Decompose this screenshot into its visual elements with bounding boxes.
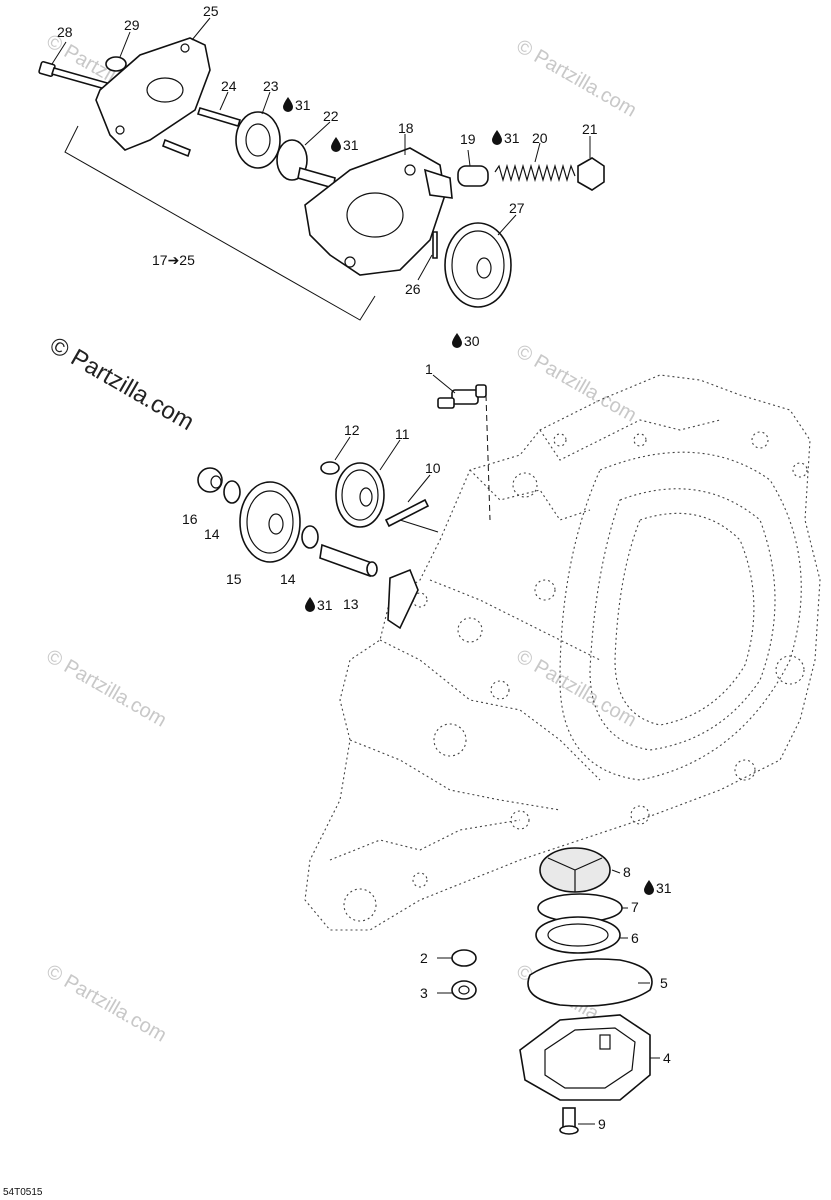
oil-mark-label: 31	[317, 597, 333, 613]
pin-10	[384, 498, 430, 528]
oil-mark-label: 31	[295, 97, 311, 113]
drain-plug-3	[451, 980, 477, 1000]
install-path-1	[485, 394, 491, 521]
spring-20	[494, 163, 576, 183]
range-bracket	[64, 125, 376, 321]
watermark: © Partzilla.com	[43, 645, 171, 731]
oil-drop-icon	[492, 130, 502, 145]
callout-18: 18	[398, 120, 414, 136]
callout-27: 27	[509, 200, 525, 216]
leader-lines	[51, 17, 660, 1125]
oil-drop-icon	[283, 97, 293, 112]
pump-body-18	[304, 147, 453, 276]
watermark: © Partzilla.com	[513, 35, 641, 121]
oil-drop-icon	[331, 137, 341, 152]
callout-2: 2	[420, 950, 428, 966]
callout-16: 16	[182, 511, 198, 527]
callout-14: 14	[204, 526, 220, 542]
gear-27	[444, 222, 512, 308]
watermark: © Partzilla.com	[513, 340, 641, 426]
gasket-5	[527, 958, 653, 1007]
callout-4: 4	[663, 1050, 671, 1066]
callout-13: 13	[343, 596, 359, 612]
filter-6	[535, 916, 621, 954]
callout-14b: 14	[280, 571, 296, 587]
bolt-9	[559, 1107, 579, 1135]
callout-9: 9	[598, 1116, 606, 1132]
callout-24: 24	[221, 78, 237, 94]
dowel-26	[432, 231, 438, 259]
plunger-19	[457, 165, 489, 187]
callout-25: 25	[203, 3, 219, 19]
gear-11	[335, 462, 385, 528]
gear-15	[239, 481, 301, 563]
crankcase-outline	[304, 374, 821, 931]
callout-21: 21	[582, 121, 598, 137]
oil-mark-label: 31	[656, 880, 672, 896]
inner-rotor-22	[276, 139, 336, 190]
callout-15: 15	[226, 571, 242, 587]
callout-28: 28	[57, 24, 73, 40]
callout-7: 7	[631, 899, 639, 915]
callout-19: 19	[460, 131, 476, 147]
chain-guide	[387, 568, 419, 630]
pin-small	[162, 138, 191, 158]
callout-23: 23	[263, 78, 279, 94]
bushing-16	[197, 467, 223, 493]
callout-11: 11	[395, 426, 410, 442]
callout-8: 8	[623, 864, 631, 880]
callouts: 28 29 25 24 23 22 18 19 20 21 27 26 1 12…	[57, 3, 671, 1132]
watermark-main: © Partzilla.com	[45, 332, 199, 436]
oil-drop-markers: 31 31 31 30 31 31	[283, 97, 672, 896]
shaft-13	[319, 543, 378, 578]
outer-rotor-23	[235, 111, 281, 169]
watermark: © Partzilla.com	[43, 960, 171, 1046]
oil-mark-label: 31	[504, 130, 520, 146]
diagram-code: 54T0515	[3, 1187, 43, 1198]
o-ring-29	[105, 56, 127, 72]
callout-1: 1	[425, 361, 433, 377]
oil-drop-icon	[452, 333, 462, 348]
callout-22: 22	[323, 108, 339, 124]
watermark: © Partzilla.com	[513, 645, 641, 731]
install-path-10	[399, 519, 439, 533]
pin-24	[196, 107, 242, 127]
plug-21	[577, 157, 605, 191]
callout-29: 29	[124, 17, 140, 33]
oil-drop-icon	[305, 597, 315, 612]
oil-drop-icon	[644, 880, 654, 895]
sensor-1	[437, 384, 487, 409]
pump-cover-25	[95, 37, 211, 151]
callout-10: 10	[425, 460, 441, 476]
washer-14b	[301, 525, 319, 549]
callout-6: 6	[631, 930, 639, 946]
callout-3: 3	[420, 985, 428, 1001]
oil-mark-label: 30	[464, 333, 480, 349]
callout-20: 20	[532, 130, 548, 146]
ring-12	[320, 461, 340, 475]
callout-12: 12	[344, 422, 360, 438]
washer-2	[451, 949, 477, 967]
range-label: 17➔25	[152, 252, 195, 268]
cover-4	[519, 1014, 651, 1101]
callout-26: 26	[405, 281, 421, 297]
oil-mark-label: 31	[343, 137, 359, 153]
strainer-8	[539, 847, 611, 893]
callout-5: 5	[660, 975, 668, 991]
washer-14	[223, 480, 241, 504]
